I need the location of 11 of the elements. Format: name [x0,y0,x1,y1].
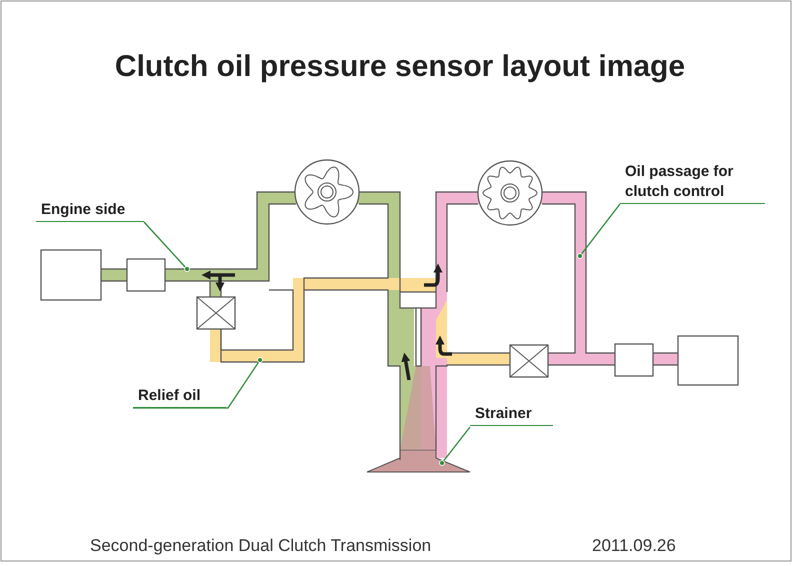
callout-label: Strainer [470,404,553,426]
callout-label: Engine side [36,200,144,222]
leader-line [133,357,263,409]
diagram-title: Clutch oil pressure sensor layout image [114,50,686,84]
callout-label: Relief oil [133,386,226,408]
callout-label: Oil passage for clutch control [620,162,765,204]
leader-line [577,204,621,259]
date-text: 2011.09.26 [592,536,676,556]
leader-line [144,222,190,272]
leader-line [439,426,471,466]
footer-text: Second-generation Dual Clutch Transmission [90,536,432,556]
